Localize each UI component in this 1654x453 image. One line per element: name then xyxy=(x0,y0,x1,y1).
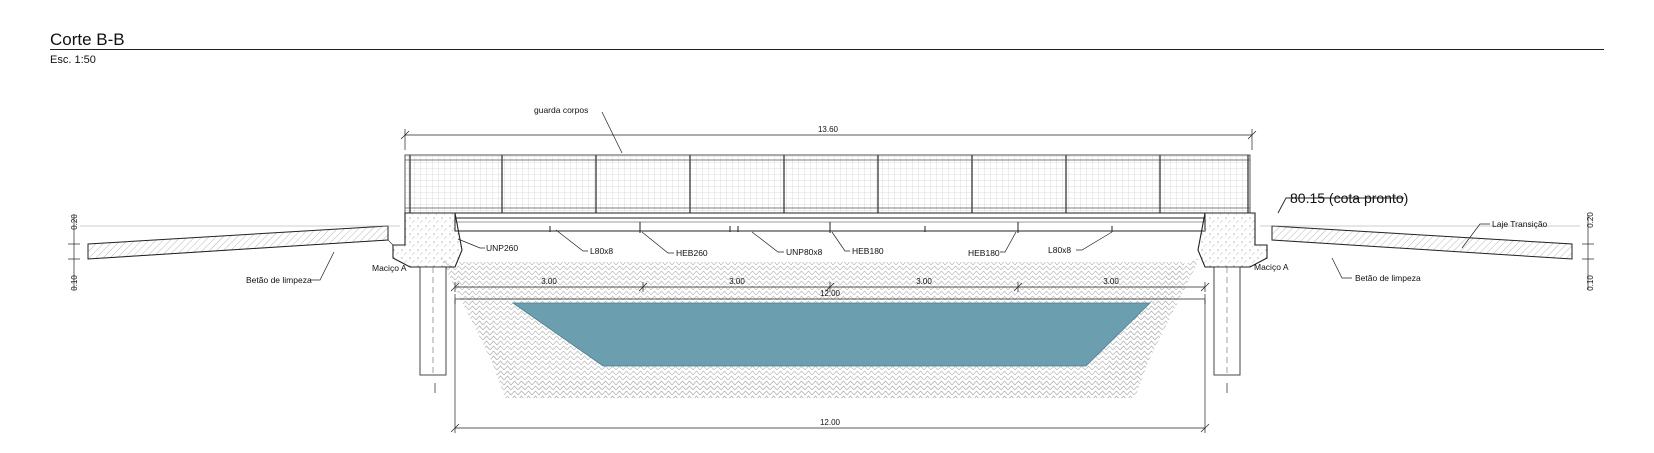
approach-slab-right xyxy=(1260,225,1580,260)
dim-left-top: 0.20 xyxy=(70,214,79,230)
dim-channel xyxy=(434,300,1228,433)
level-marker xyxy=(1277,197,1404,214)
dim-channel-width: 12.00 xyxy=(820,418,841,427)
dim-left-vertical xyxy=(68,215,80,290)
lean-concrete-right-label: Betão de limpeza xyxy=(1355,273,1421,283)
approach-slab-left xyxy=(80,225,400,260)
l80x8-right-label: L80x8 xyxy=(1048,245,1071,255)
water-channel xyxy=(511,302,1151,367)
title-underline xyxy=(50,49,1604,50)
unp80x8-label: UNP80x8 xyxy=(786,247,823,257)
abutment-right-label: Maciço A xyxy=(1254,262,1289,272)
drawing-scale: Esc. 1:50 xyxy=(50,54,96,66)
dim-right-bottom: 0.10 xyxy=(1586,275,1595,291)
unp260-label: UNP260 xyxy=(486,243,518,253)
dim-spans xyxy=(450,282,1210,304)
dim-span-2: 3.00 xyxy=(729,277,745,286)
dim-total-label: 13.60 xyxy=(818,125,839,134)
l80x8-left-label: L80x8 xyxy=(590,246,613,256)
dim-span-4: 3.00 xyxy=(1103,277,1119,286)
dim-left-bottom: 0.10 xyxy=(70,275,79,291)
abutment-left-label: Maciço A xyxy=(372,263,407,273)
dim-span-1: 3.00 xyxy=(541,277,557,286)
transition-slab-label: Laje Transição xyxy=(1492,219,1548,229)
heb180-b-label: HEB180 xyxy=(968,248,1000,258)
dim-clear-span: 12.00 xyxy=(820,289,841,298)
abutment-left xyxy=(392,212,463,376)
dim-total xyxy=(400,129,1257,150)
bridge-deck xyxy=(454,212,1206,233)
dim-span-3: 3.00 xyxy=(916,277,932,286)
heb180-a-label: HEB180 xyxy=(852,246,884,256)
guard-rail xyxy=(404,154,1251,214)
finished-level-label: 80.15 (cota pronto) xyxy=(1290,190,1408,206)
leader-lines xyxy=(310,223,1490,281)
heb260-label: HEB260 xyxy=(676,248,708,258)
dim-right-vertical xyxy=(1582,215,1594,290)
guard-rail-label: guarda corpos xyxy=(534,105,588,115)
drawing-title: Corte B-B xyxy=(50,30,125,49)
dim-right-top: 0.20 xyxy=(1586,212,1595,228)
lean-concrete-left-label: Betão de limpeza xyxy=(246,275,312,285)
abutment-right xyxy=(1197,212,1268,376)
